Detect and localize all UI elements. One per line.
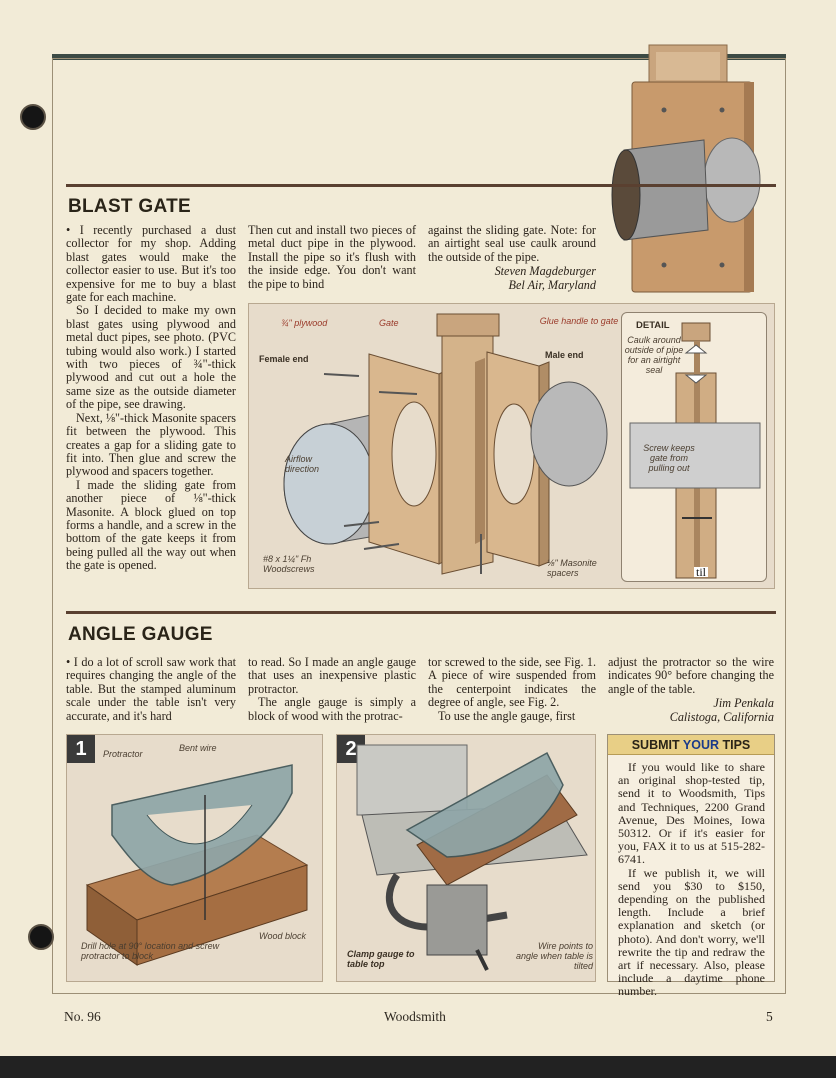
angle-gauge-paragraph: The angle gauge is simply a block of woo…	[248, 695, 416, 723]
author-place: Calistoga, California	[669, 710, 774, 725]
angle-gauge-rule	[66, 611, 776, 614]
label-til: til	[694, 565, 709, 579]
scan-edge	[0, 1056, 836, 1078]
submit-tips-box: SUBMIT YOUR TIPS If you would like to sh…	[607, 734, 775, 998]
label-clamp-gauge: Clamp gauge to table top	[347, 949, 415, 969]
tips-header-em: YOUR	[682, 738, 720, 752]
angle-gauge-paragraph: to read. So I made an angle gauge that u…	[248, 655, 416, 696]
blast-gate-illustration	[283, 313, 608, 575]
page-number: 5	[766, 1009, 773, 1024]
angle-gauge-column-4: adjust the protractor so the wire indica…	[608, 655, 774, 725]
angle-gauge-paragraph: • I do a lot of scroll saw work that req…	[66, 655, 236, 723]
tips-header-post: TIPS	[719, 738, 751, 752]
blast-gate-photo	[611, 44, 761, 293]
detail-illustration	[629, 322, 761, 579]
magazine-name: Woodsmith	[384, 1009, 446, 1024]
label-wood-block: Wood block	[259, 931, 307, 941]
blast-gate-column-3: against the sliding gate. Note: for an a…	[428, 223, 596, 293]
blast-gate-paragraph: I made the sliding gate from another pie…	[66, 477, 236, 573]
detail-title: DETAIL	[636, 320, 670, 331]
issue-number: No. 96	[64, 1009, 101, 1024]
label-woodscrews: #8 x 1¼" Fh Woodscrews	[263, 554, 315, 574]
blast-gate-paragraph: So I decided to make my own blast gates …	[66, 303, 236, 412]
label-wire-points: Wire points to angle when table is tilte…	[515, 941, 593, 971]
blast-gate-paragraph: • I recently purchased a dust collector …	[66, 223, 236, 305]
label-female-end: Female end	[259, 354, 309, 364]
angle-gauge-column-3: tor screwed to the side, see Fig. 1. A p…	[428, 655, 596, 723]
blast-gate-column-1: • I recently purchased a dust collector …	[66, 223, 236, 573]
figure-2: 2 Clamp gauge to table top Wire points t…	[336, 734, 596, 982]
label-bent-wire: Bent wire	[179, 743, 217, 753]
binder-hole-top	[20, 104, 46, 130]
page-frame	[52, 58, 786, 994]
figure-1-illustration	[85, 764, 309, 966]
bleed-through-text	[90, 80, 590, 160]
label-masonite-spacers: ⅛" Masonite spacers	[547, 558, 597, 578]
blast-gate-drawing: ¾" plywood Gate Glue handle to gate Fema…	[248, 303, 775, 589]
label-glue-handle: Glue handle to gate	[539, 316, 619, 326]
blast-gate-paragraph: Then cut and install two pieces of metal…	[248, 223, 416, 291]
label-plywood: ¾" plywood	[281, 318, 328, 328]
figure-1: 1 Protractor Bent wire Wood block Drill …	[66, 734, 323, 982]
angle-gauge-column-1: • I do a lot of scroll saw work that req…	[66, 655, 236, 723]
author-name: Steven Magdeburger	[494, 264, 596, 279]
angle-gauge-paragraph: adjust the protractor so the wire indica…	[608, 655, 774, 696]
submit-tips-header: SUBMIT YOUR TIPS	[608, 735, 774, 755]
angle-gauge-title: ANGLE GAUGE	[68, 624, 213, 645]
blast-gate-paragraph: Next, ⅛"-thick Masonite spacers fit betw…	[66, 410, 236, 479]
blast-gate-rule	[66, 184, 776, 187]
label-protractor: Protractor	[103, 749, 143, 759]
blast-gate-title: BLAST GATE	[68, 196, 191, 217]
label-airflow: Airflow direction	[285, 454, 320, 474]
label-screw-keeps: Screw keeps gate from pulling out	[643, 443, 695, 473]
binder-hole-bottom	[28, 924, 54, 950]
author-name: Jim Penkala	[713, 696, 774, 711]
tips-paragraph: If we publish it, we will send you $30 t…	[618, 865, 765, 999]
top-rule	[52, 54, 786, 60]
submit-tips-body: If you would like to share an original s…	[608, 755, 774, 999]
angle-gauge-column-2: to read. So I made an angle gauge that u…	[248, 655, 416, 723]
tips-header-pre: SUBMIT	[631, 738, 683, 752]
label-gate: Gate	[379, 318, 399, 328]
label-drill-hole: Drill hole at 90° location and screw pro…	[81, 941, 220, 961]
angle-gauge-paragraph: tor screwed to the side, see Fig. 1. A p…	[428, 655, 596, 710]
blast-gate-column-2: Then cut and install two pieces of metal…	[248, 223, 416, 291]
angle-gauge-paragraph: To use the angle gauge, first	[438, 708, 576, 723]
figure-number: 1	[67, 735, 95, 763]
figure-2-illustration	[356, 744, 588, 971]
detail-inset: DETAIL Caulk around outside of pipe for …	[621, 312, 767, 582]
blast-gate-paragraph: against the sliding gate. Note: for an a…	[428, 223, 596, 264]
tips-paragraph: If you would like to share an original s…	[618, 760, 765, 867]
label-male-end: Male end	[545, 350, 584, 360]
author-place: Bel Air, Maryland	[508, 278, 596, 293]
label-caulk: Caulk around outside of pipe for an airt…	[624, 335, 684, 375]
